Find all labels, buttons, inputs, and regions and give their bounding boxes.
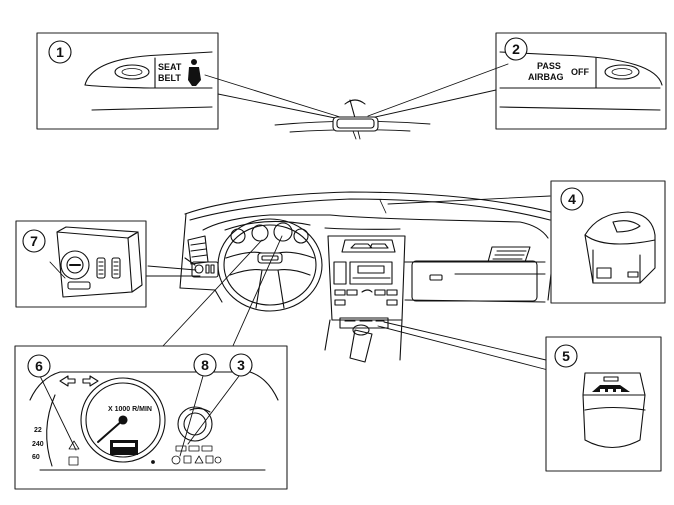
seat-belt-person-icon xyxy=(188,59,201,86)
callout-4: 4 xyxy=(568,191,576,207)
rear-view-mirror xyxy=(274,99,431,140)
tacho-label: X 1000 R/MIN xyxy=(108,406,152,413)
dash-light-switch xyxy=(191,261,219,278)
callout-7-circle xyxy=(22,229,46,253)
gear-lever xyxy=(349,329,373,363)
panel-seat-belt: SEAT BELT 1 xyxy=(36,32,219,130)
turn-left-arrow-icon xyxy=(59,375,76,387)
airbag-text-off: OFF xyxy=(571,67,589,77)
callout-8: 8 xyxy=(201,357,209,373)
odometer-display xyxy=(110,440,138,455)
speedo-scale-60: 60 xyxy=(32,454,40,461)
panel-pass-airbag-off: PASS AIRBAG OFF 2 xyxy=(495,32,667,130)
callout-5-circle xyxy=(554,344,578,368)
callout-4-circle xyxy=(560,187,584,211)
square-indicator-icon xyxy=(68,456,79,466)
seat-belt-lamp-lens xyxy=(114,64,150,80)
callout-6: 6 xyxy=(35,358,43,374)
steering-wheel xyxy=(217,218,323,312)
panel-instrument-cluster: 22 240 60 X 1000 R/MIN xyxy=(14,345,288,490)
callout-7: 7 xyxy=(30,233,38,249)
dashboard xyxy=(179,191,558,363)
seat-belt-text-line2: BELT xyxy=(158,73,181,83)
airbag-text-pass: PASS xyxy=(537,61,561,71)
speedo-scale-240: 240 xyxy=(32,441,44,448)
seat-icon-symbol xyxy=(592,385,630,392)
warning-symbol-row xyxy=(68,440,222,466)
airbag-warning-icon xyxy=(171,455,181,465)
left-air-vent xyxy=(187,235,209,265)
hazard-warning-icon xyxy=(68,440,80,450)
airbag-lamp-lens xyxy=(604,64,640,80)
panel-sensor-housing: 4 xyxy=(550,180,666,304)
seat-belt-text-line1: SEAT xyxy=(158,62,182,72)
mirror-leader-lines xyxy=(204,63,509,121)
temp-fuel-gauge xyxy=(177,406,213,442)
turn-right-arrow-icon xyxy=(82,375,99,387)
callout-1: 1 xyxy=(56,44,64,60)
tachometer: X 1000 R/MIN xyxy=(80,377,166,463)
callout-2: 2 xyxy=(512,41,520,57)
callout-3-circle xyxy=(229,353,253,377)
speedo-scale-22: 22 xyxy=(34,427,42,434)
callout-1-circle xyxy=(48,40,72,64)
airbag-text-airbag: AIRBAG xyxy=(528,72,564,82)
callout-3: 3 xyxy=(237,357,245,373)
callout-8-circle xyxy=(193,353,217,377)
dashboard-leader-lines xyxy=(144,195,551,371)
panel-light-switch: 7 xyxy=(15,220,147,308)
callout-6-circle xyxy=(27,354,51,378)
panel-console-switch: 5 xyxy=(545,336,662,472)
callout-5: 5 xyxy=(562,348,570,364)
centre-console xyxy=(324,235,406,363)
right-air-vent xyxy=(487,246,531,263)
callout-2-circle xyxy=(504,37,528,61)
